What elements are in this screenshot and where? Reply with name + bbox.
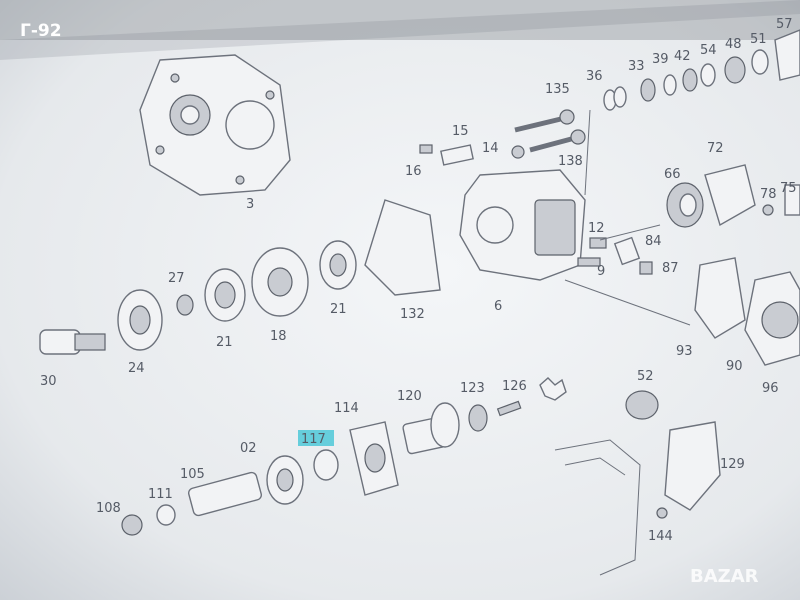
label-9: 9: [597, 264, 605, 279]
label-36: 36: [586, 69, 603, 84]
bolts-135-138: [514, 109, 586, 153]
label-39: 39: [652, 52, 669, 67]
shaft-row-bottom: [121, 400, 522, 536]
gasket-part-132: [364, 199, 441, 296]
label-54: 54: [700, 43, 717, 58]
label-111: 111: [148, 487, 173, 502]
label-57: 57: [776, 17, 793, 32]
label-3: 3: [246, 197, 254, 212]
label-24: 24: [128, 361, 145, 376]
label-30: 30: [40, 374, 57, 389]
label-114: 114: [334, 401, 359, 416]
housing-part-6: [459, 169, 586, 281]
label-33: 33: [628, 59, 645, 74]
gasket-part-93: [694, 257, 746, 339]
label-126: 126: [502, 379, 527, 394]
label-16: 16: [405, 164, 422, 179]
spring-stack-top: [603, 29, 800, 111]
label-75: 75: [780, 181, 797, 196]
ring-part-14: [511, 145, 525, 159]
label-87: 87: [662, 261, 679, 276]
shaft-row-middle: [39, 240, 357, 355]
plate-part-15: [440, 144, 474, 166]
label-14: 14: [482, 141, 499, 156]
label-72: 72: [707, 141, 724, 156]
label-135: 135: [545, 82, 570, 97]
label-6: 6: [494, 299, 502, 314]
label-117: 117: [301, 432, 326, 447]
part-52: [625, 390, 659, 420]
cover-part-72: [704, 164, 756, 227]
label-48: 48: [725, 37, 742, 52]
bracket-part-129: [664, 421, 721, 511]
label-51: 51: [750, 32, 767, 47]
label-66: 66: [664, 167, 681, 182]
label-15: 15: [452, 124, 469, 139]
label-18: 18: [270, 329, 287, 344]
label-93: 93: [676, 344, 693, 359]
label-02: 105: [180, 467, 205, 482]
label-96: 96: [762, 381, 779, 396]
part-number-labels: 3 135 36 33 39 42 54 48 51 57 15 14 16 1…: [40, 17, 797, 544]
label-108: 108: [96, 501, 121, 516]
small-parts-12-84-9-87: [577, 236, 653, 275]
label-21-b: 21: [330, 302, 347, 317]
label-138: 138: [558, 154, 583, 169]
label-12: 12: [588, 221, 605, 236]
pin-part-16: [419, 144, 433, 154]
label-42: 42: [674, 49, 691, 64]
label-21-a: 21: [216, 335, 233, 350]
label-129: 129: [720, 457, 745, 472]
listing-code: Г-92: [20, 21, 62, 41]
watermark: BAZAR: [690, 566, 759, 587]
label-84: 84: [645, 234, 662, 249]
label-90: 90: [726, 359, 743, 374]
svg-text:BAZAR: BAZAR: [690, 566, 759, 587]
label-132: 132: [400, 307, 425, 322]
hand-pointer-icon: [539, 377, 567, 401]
label-78: 78: [760, 187, 777, 202]
label-27: 27: [168, 271, 185, 286]
housing-part-3: [139, 54, 291, 196]
highlight-box-117: [298, 430, 334, 446]
label-52: 52: [637, 369, 654, 384]
label-144: 144: [648, 529, 673, 544]
label-120: 120: [397, 389, 422, 404]
label-105: 02: [240, 441, 257, 456]
label-123: 123: [460, 381, 485, 396]
